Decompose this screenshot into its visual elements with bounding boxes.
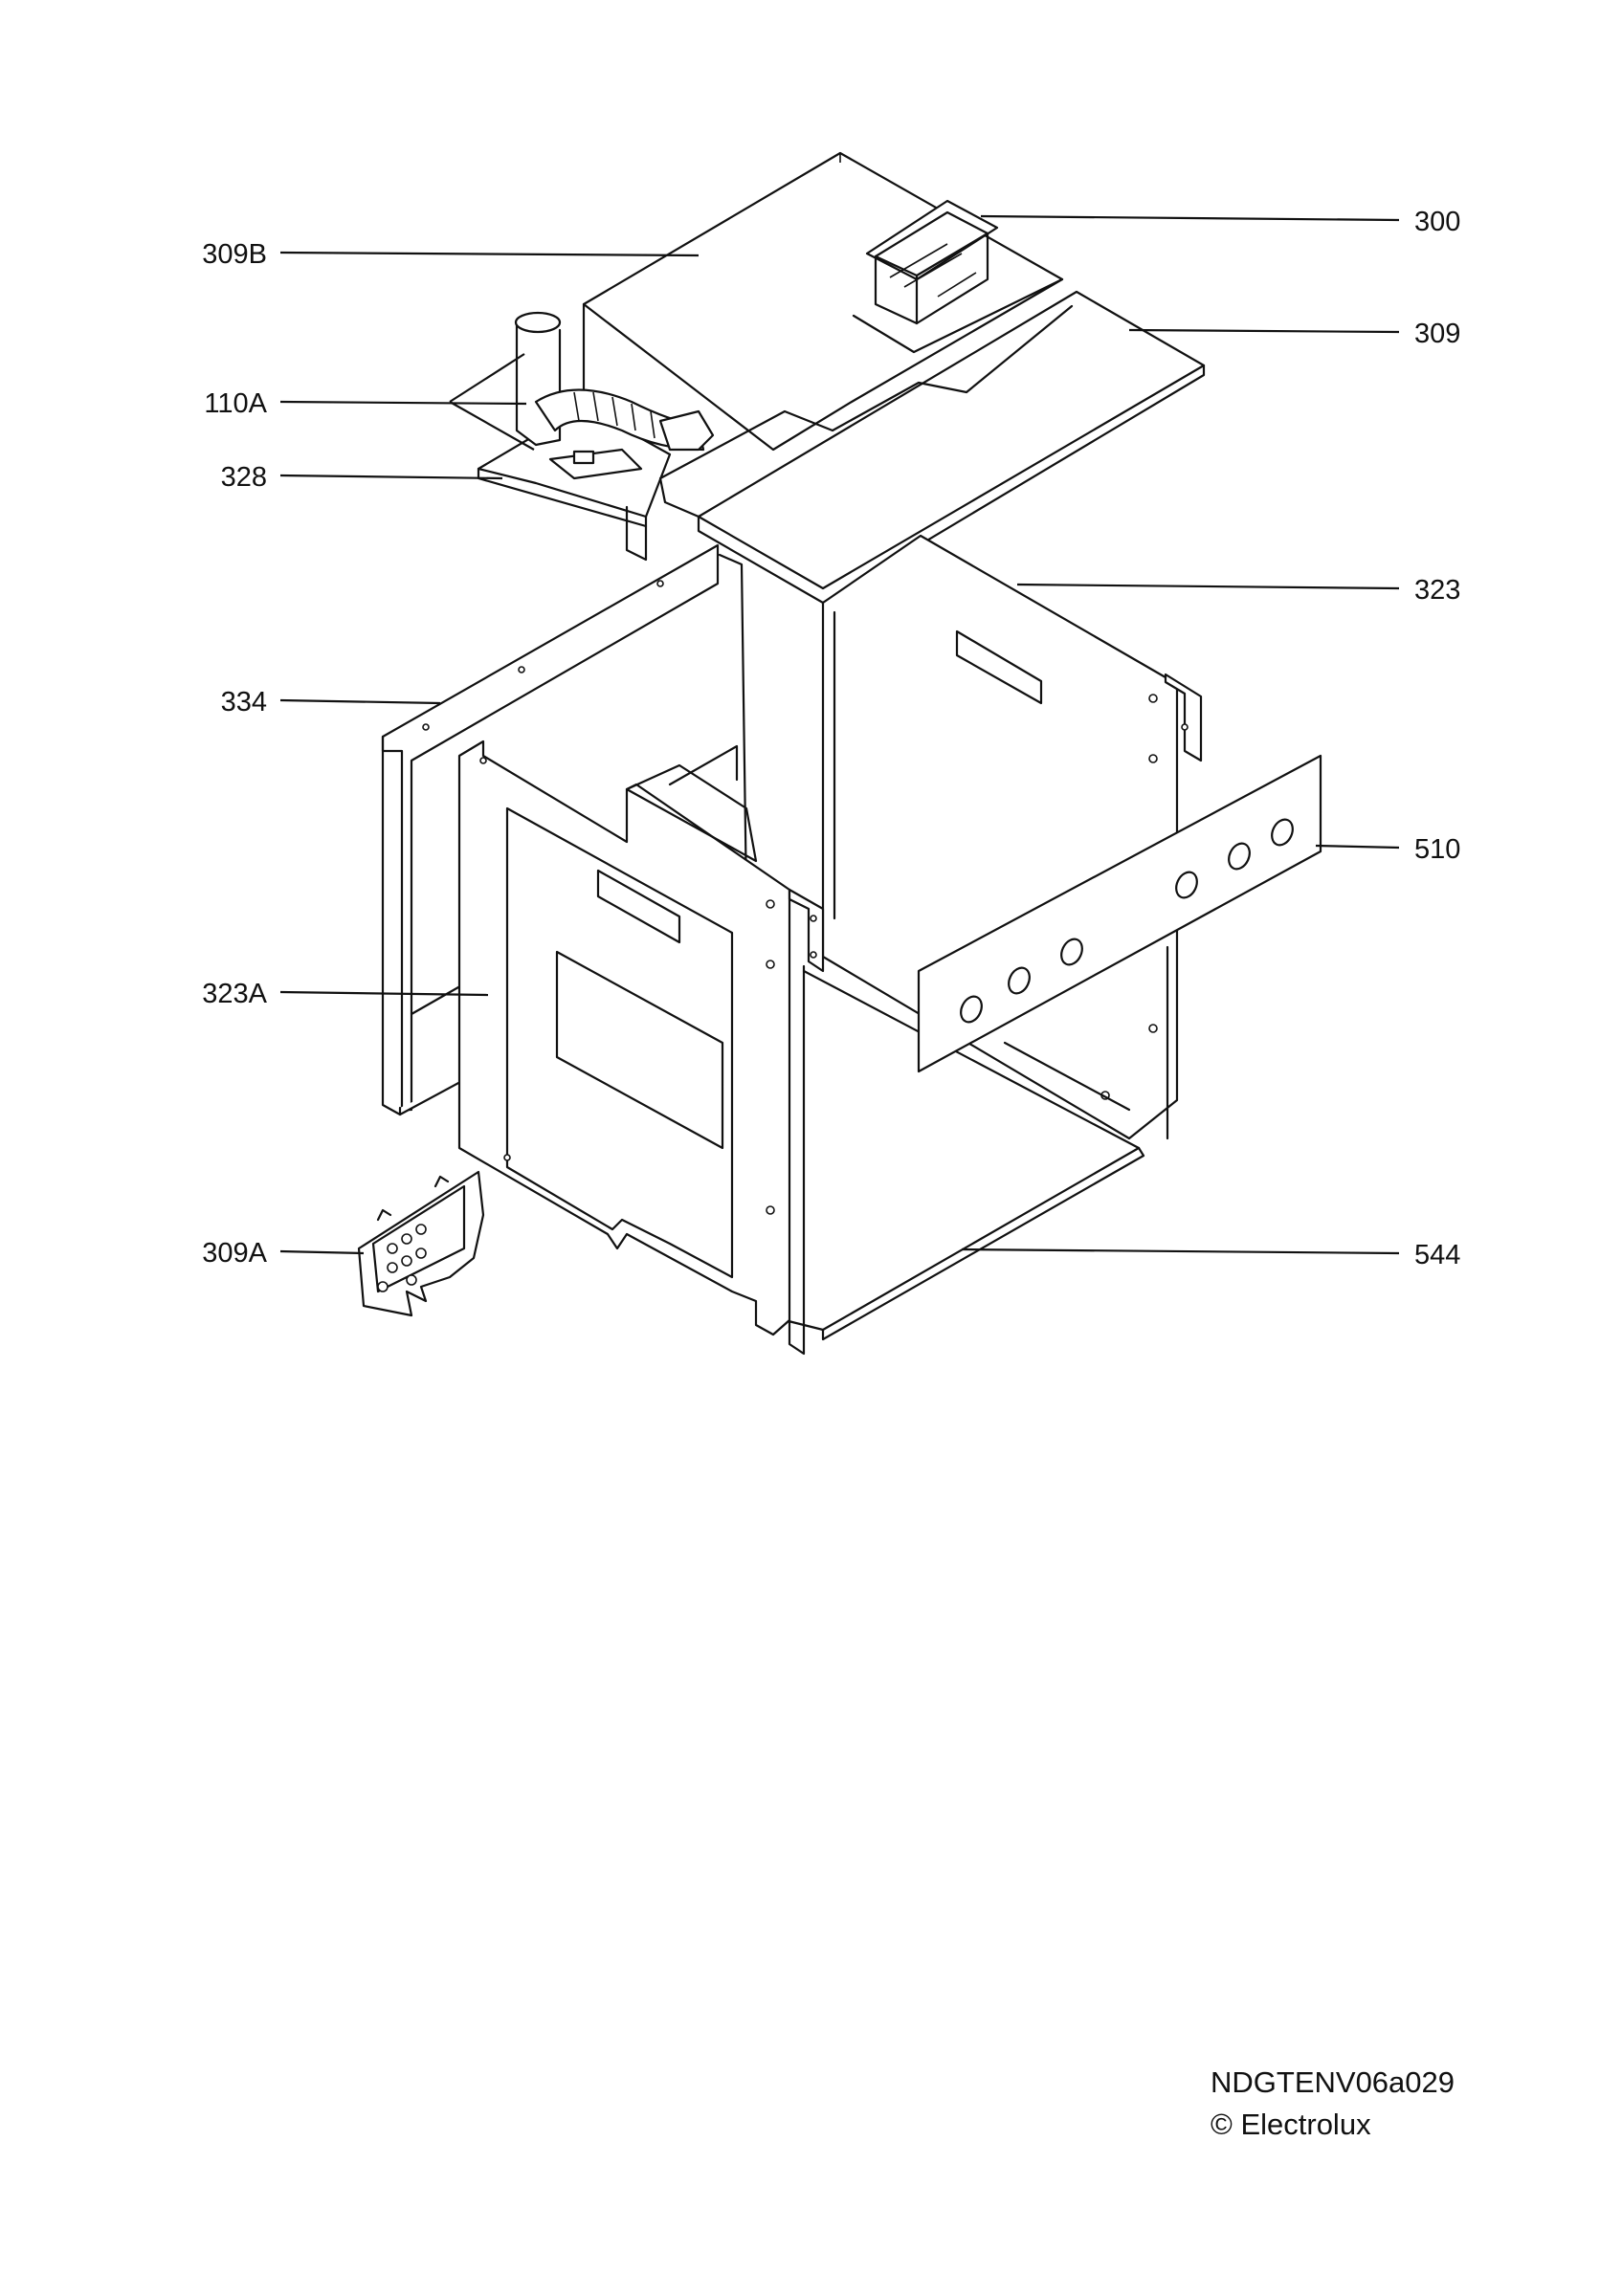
callout-110A: 110A <box>204 388 267 419</box>
part-110A-duct <box>514 311 715 480</box>
leader-510 <box>1315 844 1400 850</box>
diagram-code: NDGTENV06a029 <box>1211 2065 1455 2099</box>
leader-110A-c <box>449 401 535 451</box>
part-544-base <box>783 969 1145 1341</box>
copyright: © Electrolux <box>1211 2108 1371 2141</box>
part-510-control-panel <box>917 754 1322 1073</box>
callout-323A: 323A <box>202 979 267 1009</box>
callout-labels: 300 309B 309 110A 328 323 334 510 323A 3… <box>202 207 1460 1270</box>
leader-323A <box>279 990 489 997</box>
callout-328: 328 <box>221 462 267 493</box>
footer: NDGTENV06a029 © Electrolux <box>1211 2062 1455 2146</box>
part-323-right-side-panel <box>821 534 1203 1140</box>
leader-300 <box>980 214 1400 222</box>
part-300-vent <box>852 199 1064 354</box>
callout-544: 544 <box>1414 1240 1460 1270</box>
callout-510: 510 <box>1414 834 1460 865</box>
part-309A-plate <box>357 1170 485 1317</box>
leader-334 <box>279 698 441 705</box>
part-323A-left-side-panel <box>457 740 825 1356</box>
leader-110A <box>279 400 527 406</box>
leader-309 <box>1128 328 1400 334</box>
callout-309B: 309B <box>202 239 267 270</box>
callout-300: 300 <box>1414 207 1460 237</box>
callout-334: 334 <box>221 687 267 718</box>
leader-lines <box>279 214 1400 1255</box>
leader-309A <box>279 1249 365 1255</box>
callout-309: 309 <box>1414 319 1460 349</box>
leader-110A-b <box>449 353 525 403</box>
leader-309B <box>279 251 700 257</box>
callout-309A: 309A <box>202 1238 267 1269</box>
leader-328 <box>279 474 503 480</box>
callout-323: 323 <box>1414 575 1460 606</box>
leader-544 <box>961 1247 1400 1255</box>
leader-323 <box>1016 583 1400 590</box>
